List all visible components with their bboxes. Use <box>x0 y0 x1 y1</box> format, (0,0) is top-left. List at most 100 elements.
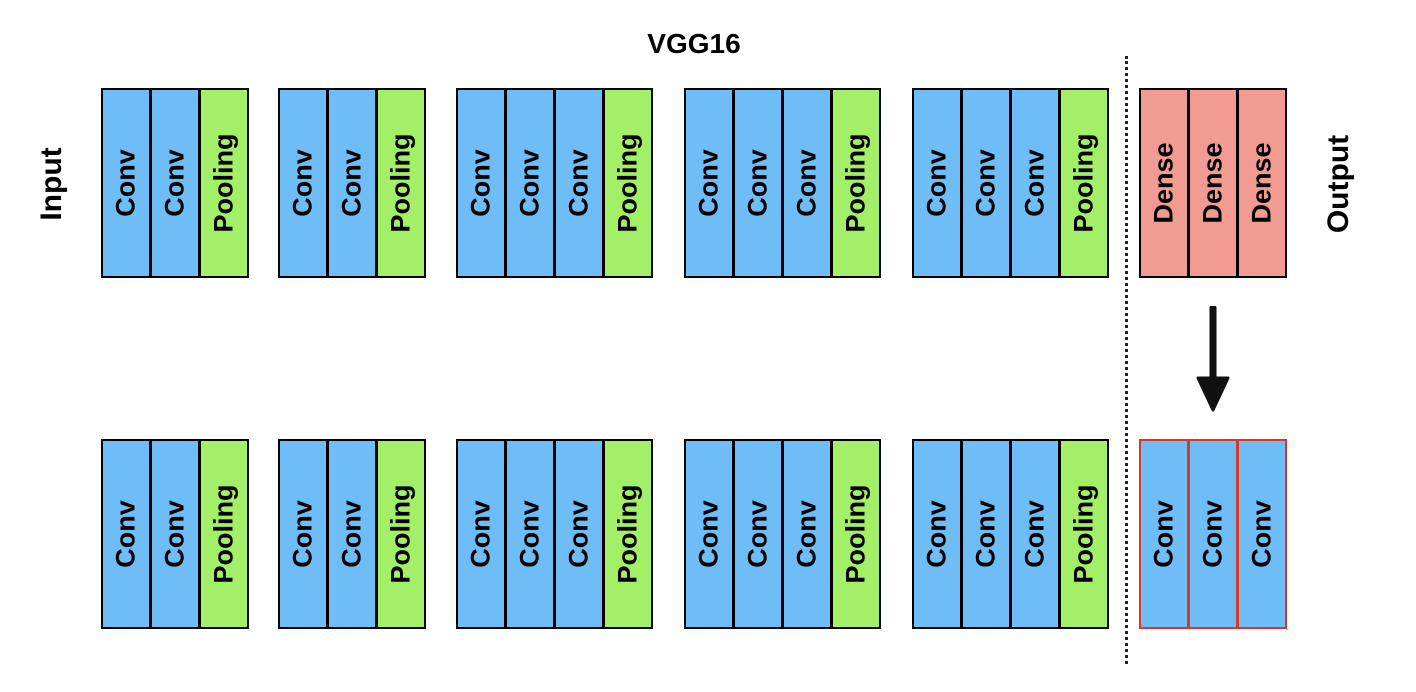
layer-label: Conv <box>1019 500 1050 568</box>
layer-2: Conv <box>505 439 555 629</box>
layer-label: Dense <box>1148 142 1179 224</box>
layer-label: Conv <box>742 149 773 217</box>
layer-1: Conv <box>278 439 328 629</box>
layer-4: Pooling <box>1059 88 1109 278</box>
layer-label: Conv <box>563 149 594 217</box>
layer-1: Conv <box>101 439 151 629</box>
layer-3: Conv <box>782 439 832 629</box>
layer-3: Pooling <box>376 88 426 278</box>
layer-4: Pooling <box>831 439 881 629</box>
layer-2: Conv <box>961 439 1011 629</box>
bottom-block-2: Conv Conv Pooling <box>278 439 426 629</box>
layer-label: Conv <box>159 149 190 217</box>
layer-3: Conv <box>1010 439 1060 629</box>
layer-label: Conv <box>742 500 773 568</box>
layer-1: Conv <box>456 439 506 629</box>
layer-3: Conv <box>1010 88 1060 278</box>
layer-2: Conv <box>1188 439 1238 629</box>
layer-label: Pooling <box>840 133 871 233</box>
layer-label: Conv <box>514 149 545 217</box>
bottom-block-5: Conv Conv Conv Pooling <box>912 439 1109 629</box>
top-block-3: Conv Conv Conv Pooling <box>456 88 653 278</box>
layer-4: Pooling <box>1059 439 1109 629</box>
layer-3: Conv <box>554 88 604 278</box>
layer-2: Conv <box>327 88 377 278</box>
top-block-dense: Dense Dense Dense <box>1139 88 1287 278</box>
layer-1: Dense <box>1139 88 1189 278</box>
layer-label: Conv <box>110 500 141 568</box>
layer-label: Conv <box>514 500 545 568</box>
layer-label: Conv <box>1019 149 1050 217</box>
layer-label: Conv <box>563 500 594 568</box>
layer-1: Conv <box>912 88 962 278</box>
layer-label: Dense <box>1246 142 1277 224</box>
layer-label: Conv <box>336 149 367 217</box>
layer-2: Conv <box>150 439 200 629</box>
layer-3: Dense <box>1237 88 1287 278</box>
layer-4: Pooling <box>603 439 653 629</box>
layer-label: Conv <box>791 500 822 568</box>
layer-1: Conv <box>912 439 962 629</box>
input-label-text: Input <box>35 147 68 221</box>
layer-2: Conv <box>733 88 783 278</box>
layer-1: Conv <box>1139 439 1189 629</box>
layer-label: Pooling <box>612 484 643 584</box>
diagram-title: VGG16 <box>647 28 741 59</box>
layer-2: Conv <box>733 439 783 629</box>
layer-label: Conv <box>465 500 496 568</box>
layer-3: Pooling <box>376 439 426 629</box>
layer-1: Conv <box>684 88 734 278</box>
layer-2: Dense <box>1188 88 1238 278</box>
layer-label: Conv <box>921 500 952 568</box>
top-block-2: Conv Conv Pooling <box>278 88 426 278</box>
layer-label: Conv <box>693 500 724 568</box>
layer-label: Conv <box>287 500 318 568</box>
top-block-5: Conv Conv Conv Pooling <box>912 88 1109 278</box>
layer-label: Pooling <box>612 133 643 233</box>
divider-line <box>1125 56 1128 664</box>
layer-label: Pooling <box>208 133 239 233</box>
layer-label: Conv <box>693 149 724 217</box>
layer-label: Pooling <box>1068 133 1099 233</box>
layer-2: Conv <box>505 88 555 278</box>
layer-1: Conv <box>456 88 506 278</box>
layer-3: Pooling <box>199 88 249 278</box>
layer-label: Pooling <box>840 484 871 584</box>
layer-label: Conv <box>287 149 318 217</box>
layer-3: Conv <box>782 88 832 278</box>
bottom-block-1: Conv Conv Pooling <box>101 439 249 629</box>
layer-4: Pooling <box>603 88 653 278</box>
bottom-block-4: Conv Conv Conv Pooling <box>684 439 881 629</box>
layer-label: Conv <box>1197 500 1228 568</box>
layer-label: Dense <box>1197 142 1228 224</box>
layer-label: Pooling <box>1068 484 1099 584</box>
arrow-head <box>1196 376 1230 412</box>
layer-2: Conv <box>327 439 377 629</box>
layer-4: Pooling <box>831 88 881 278</box>
layer-label: Conv <box>970 149 1001 217</box>
bottom-block-3: Conv Conv Conv Pooling <box>456 439 653 629</box>
layer-1: Conv <box>101 88 151 278</box>
layer-1: Conv <box>684 439 734 629</box>
layer-label: Conv <box>970 500 1001 568</box>
layer-label: Conv <box>921 149 952 217</box>
output-label-text: Output <box>1322 134 1355 234</box>
bottom-block-replacement: Conv Conv Conv <box>1139 439 1287 629</box>
layer-label: Pooling <box>208 484 239 584</box>
layer-3: Conv <box>1237 439 1287 629</box>
layer-3: Conv <box>554 439 604 629</box>
layer-label: Conv <box>465 149 496 217</box>
layer-label: Conv <box>791 149 822 217</box>
layer-1: Conv <box>278 88 328 278</box>
layer-label: Pooling <box>385 133 416 233</box>
down-arrow-icon <box>1196 306 1230 412</box>
layer-3: Pooling <box>199 439 249 629</box>
layer-label: Pooling <box>385 484 416 584</box>
top-block-4: Conv Conv Conv Pooling <box>684 88 881 278</box>
layer-2: Conv <box>150 88 200 278</box>
top-block-1: Conv Conv Pooling <box>101 88 249 278</box>
layer-label: Conv <box>110 149 141 217</box>
layer-label: Conv <box>1148 500 1179 568</box>
layer-label: Conv <box>159 500 190 568</box>
layer-2: Conv <box>961 88 1011 278</box>
